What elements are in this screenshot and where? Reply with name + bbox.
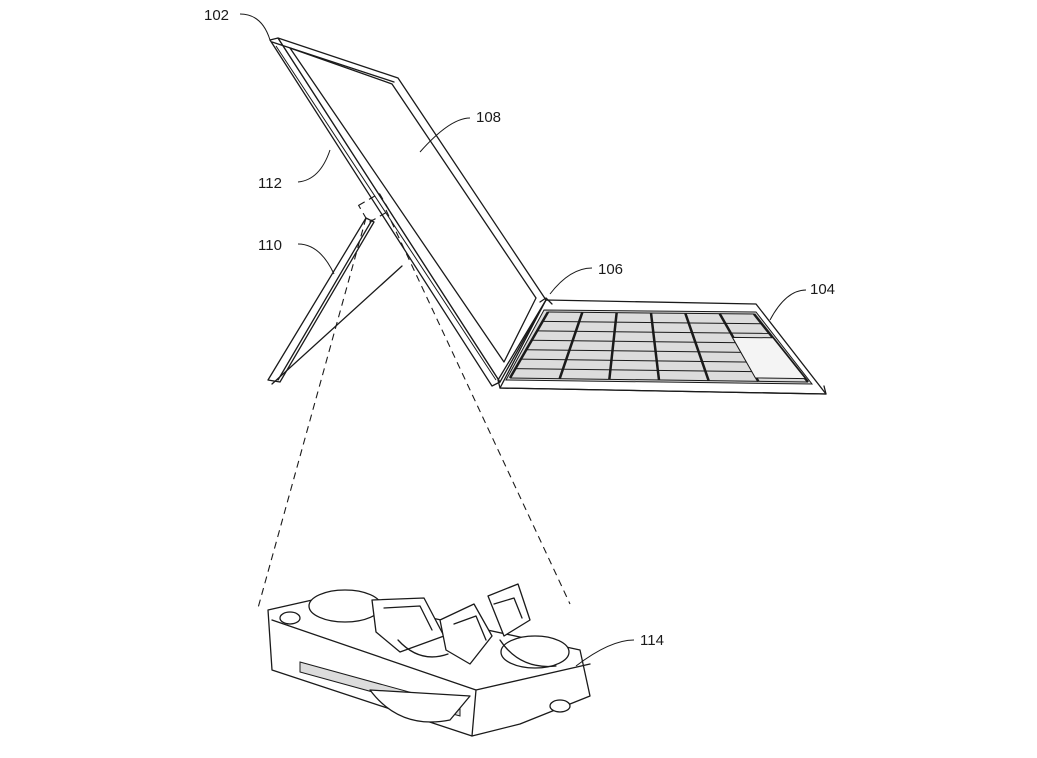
- kickstand: [267, 217, 375, 383]
- key-col-line: [608, 312, 618, 380]
- leader-108: [419, 117, 471, 153]
- key-col-line: [508, 311, 550, 379]
- detail-box: [357, 192, 391, 224]
- leader-102: [239, 13, 271, 41]
- label-106: 106: [598, 261, 623, 278]
- key-grid: [508, 311, 809, 383]
- label-108: 108: [476, 109, 501, 126]
- hinge-mechanism: [267, 583, 591, 737]
- key-col-line: [558, 311, 584, 380]
- projection-line-left: [257, 217, 367, 609]
- leader-106: [549, 267, 593, 295]
- label-114: 114: [640, 632, 664, 649]
- kickstand-edge: [271, 265, 403, 385]
- label-112: 112: [258, 175, 282, 192]
- keyboard: [497, 297, 827, 395]
- projection-line-right: [385, 209, 571, 605]
- key-col-line: [684, 312, 710, 382]
- label-110: 110: [258, 237, 282, 254]
- leader-104: [769, 289, 807, 321]
- label-102: 102: [204, 7, 229, 24]
- leader-114: [575, 639, 635, 667]
- key-col-line: [649, 312, 661, 381]
- display-device: [269, 37, 547, 387]
- leader-112: [297, 149, 331, 183]
- label-104: 104: [810, 281, 835, 298]
- leader-110: [297, 243, 335, 275]
- trackpad: [731, 336, 807, 380]
